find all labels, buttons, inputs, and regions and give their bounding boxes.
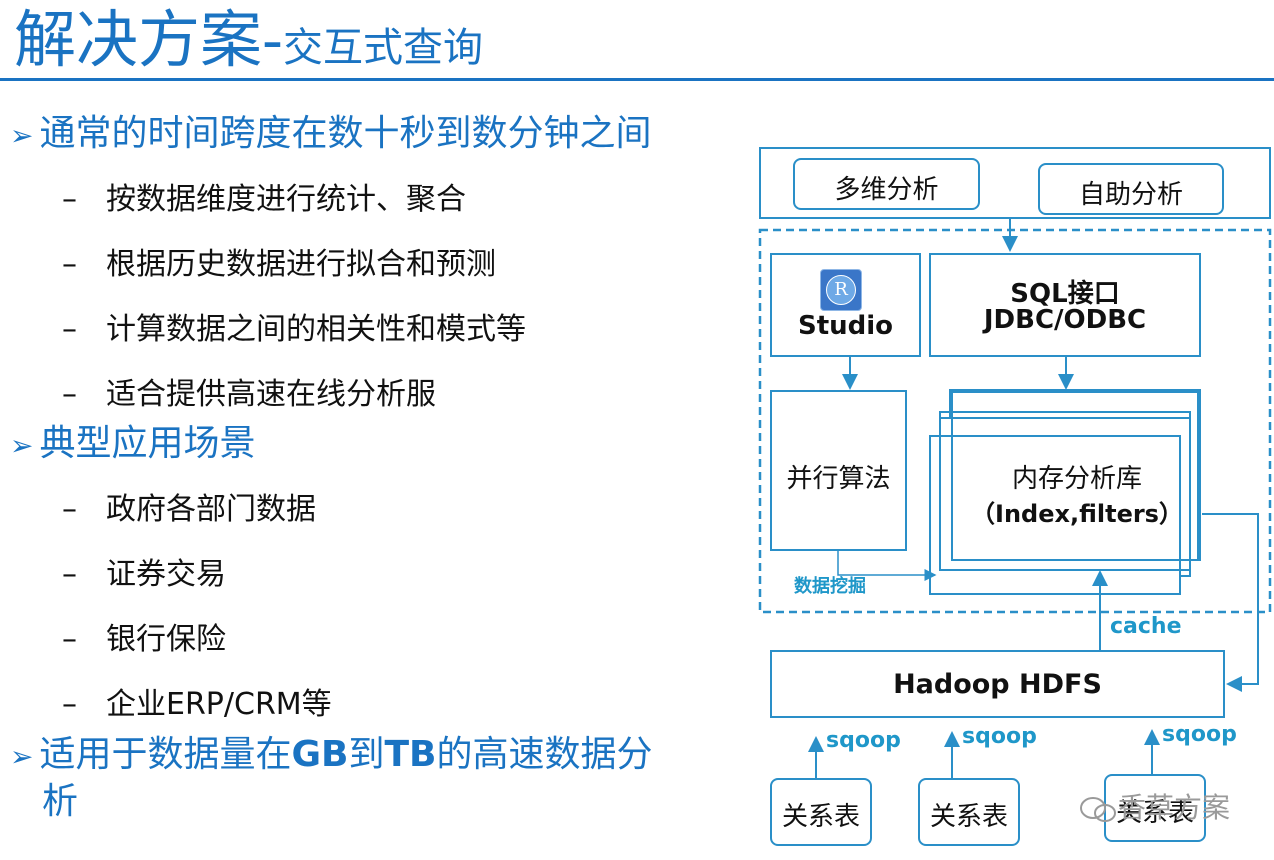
relational-table-box: 关系表	[770, 778, 872, 846]
multidim-analysis-label: 多维分析	[834, 175, 939, 205]
bullet-text-mid: 到	[348, 734, 385, 775]
dash-icon: –	[62, 182, 77, 217]
engine-dashed-frame	[758, 228, 1272, 614]
relational-table-label: 关系表	[781, 802, 860, 832]
memdb-layer	[939, 411, 1191, 571]
relational-table-box: 关系表	[1104, 774, 1206, 842]
rstudio-label: Studio	[797, 311, 894, 341]
sub-bullet: –按数据维度进行统计、聚合	[62, 182, 466, 218]
dash-icon: –	[62, 492, 77, 527]
bullet-arrow-icon: ➢	[10, 740, 34, 773]
dash-icon: –	[62, 557, 77, 592]
watermark-text: 香草方案	[1118, 791, 1231, 824]
bullet-text-post: 的高速数据分	[436, 734, 653, 775]
multidim-analysis-box: 多维分析	[793, 158, 980, 210]
hadoop-hdfs-box: Hadoop HDFS	[770, 650, 1225, 718]
title-sub: 交互式查询	[282, 25, 483, 71]
self-service-analysis-label: 自助分析	[1078, 180, 1183, 210]
sql-interface-label: SQL接口	[1010, 279, 1120, 309]
memdb-layer	[929, 435, 1181, 595]
sql-interface-box: SQL接口 JDBC/ODBC	[929, 253, 1201, 357]
sqoop-label: sqoop	[1162, 722, 1237, 747]
sub-bullet-text: 证券交易	[106, 557, 226, 592]
self-service-analysis-box: 自助分析	[1038, 163, 1224, 215]
relational-table-box: 关系表	[918, 778, 1020, 846]
bullet-arrow-icon: ➢	[10, 429, 34, 462]
sub-bullet: –银行保险	[62, 622, 226, 658]
sub-bullet: –政府各部门数据	[62, 492, 316, 528]
parallel-algorithm-box: 并行算法	[770, 390, 907, 551]
watermark: 香草方案	[1078, 786, 1230, 826]
memdb-index-label: （Index,filters）	[971, 500, 1183, 528]
cache-label: cache	[1110, 614, 1182, 639]
bullet-text: 通常的时间跨度在数十秒到数分钟之间	[39, 113, 652, 154]
bullet-time-span: ➢通常的时间跨度在数十秒到数分钟之间	[10, 112, 651, 158]
parallel-algorithm-label: 并行算法	[786, 464, 891, 494]
page-title: 解决方案-交互式查询	[14, 4, 483, 84]
bullet-text-wrap: 析	[42, 781, 79, 822]
dash-icon: –	[62, 622, 77, 657]
data-mining-label: 数据挖掘	[794, 576, 866, 597]
sub-bullet-text: 计算数据之间的相关性和模式等	[106, 312, 526, 347]
memdb-to-hdfs-arrow	[1202, 513, 1259, 692]
jdbc-odbc-label: JDBC/ODBC	[983, 305, 1147, 335]
bullet-text-pre: 适用于数据量在	[39, 734, 292, 775]
mining-arrow	[837, 551, 937, 581]
rstudio-box: R Studio	[770, 253, 921, 357]
dash-icon: –	[62, 312, 77, 347]
rstudio-icon: R	[820, 269, 862, 311]
sub-bullet-text: 银行保险	[106, 622, 226, 657]
dash-icon: –	[62, 377, 77, 412]
relational-table-label: 关系表	[929, 802, 1008, 832]
sub-bullet: –计算数据之间的相关性和模式等	[62, 312, 526, 348]
bullet-use-cases: ➢典型应用场景	[10, 422, 255, 468]
sub-bullet-text: 按数据维度进行统计、聚合	[106, 182, 466, 217]
sqoop-label: sqoop	[826, 728, 901, 753]
title-divider	[0, 78, 1274, 81]
wechat-icon	[1080, 797, 1116, 822]
sub-bullet: –适合提供高速在线分析服	[62, 377, 436, 413]
sub-bullet-text: 适合提供高速在线分析服	[106, 377, 436, 412]
bullet-text-tb: TB	[384, 734, 437, 775]
hadoop-hdfs-label: Hadoop HDFS	[893, 669, 1102, 700]
bullet-data-volume: ➢适用于数据量在GB到TB的高速数据分	[10, 733, 653, 779]
relational-table-label: 关系表	[1115, 798, 1194, 828]
sub-bullet: –根据历史数据进行拟合和预测	[62, 247, 496, 283]
sub-bullet-text: 政府各部门数据	[106, 492, 316, 527]
sub-bullet: –企业ERP/CRM等	[62, 687, 332, 723]
bullet-text-gb: GB	[291, 734, 349, 775]
bullet-arrow-icon: ➢	[10, 119, 34, 152]
sqoop-label: sqoop	[962, 724, 1037, 749]
dash-icon: –	[62, 247, 77, 282]
memdb-layer	[951, 391, 1199, 561]
sub-bullet-text: 根据历史数据进行拟合和预测	[106, 247, 496, 282]
dash-icon: –	[62, 687, 77, 722]
title-main: 解决方案-	[14, 3, 283, 76]
top-analysis-frame	[759, 147, 1271, 219]
memdb-label: 内存分析库	[1011, 464, 1142, 494]
rstudio-icon-letter: R	[826, 275, 856, 305]
sub-bullet-text: 企业ERP/CRM等	[106, 687, 332, 722]
sub-bullet: –证券交易	[62, 557, 226, 593]
bullet-text: 典型应用场景	[39, 423, 256, 464]
